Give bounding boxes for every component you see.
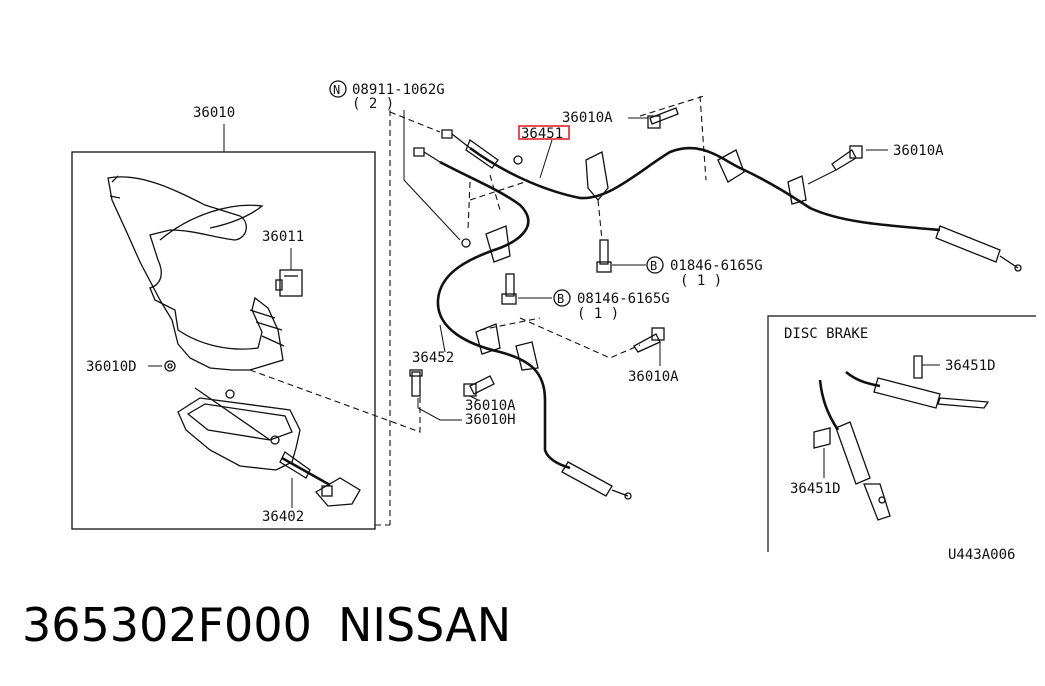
disc-brake-title: DISC BRAKE — [784, 326, 868, 342]
label-36011: 36011 — [262, 229, 304, 245]
label-36010A-low: 36010A — [465, 398, 516, 414]
label-symbol-b1: B — [650, 259, 657, 273]
label-08911-qty: ( 2 ) — [352, 96, 394, 112]
highlight-box-36451 — [518, 125, 570, 140]
reference-code: U443A006 — [948, 547, 1015, 563]
label-36451D-b: 36451D — [790, 481, 841, 497]
label-36010A-mid: 36010A — [628, 369, 679, 385]
label-36402: 36402 — [262, 509, 304, 525]
part-36452-rear-cable — [413, 147, 632, 500]
part-36011-switch — [275, 248, 303, 297]
label-01846: 01846-6165G — [670, 258, 763, 274]
label-36010D: 36010D — [86, 359, 137, 375]
bolt-36010A-top — [647, 107, 679, 129]
label-36010H: 36010H — [465, 412, 516, 428]
bolt-36010A-right — [831, 145, 863, 171]
label-36451: 36451 — [521, 126, 563, 142]
bolt-36010A-low — [463, 375, 495, 397]
label-36451D-a: 36451D — [945, 358, 996, 374]
disc-brake-cables — [813, 355, 990, 521]
label-08146-qty: ( 1 ) — [577, 306, 619, 322]
lever-base-bracket — [177, 387, 301, 471]
label-36010A-right: 36010A — [893, 143, 944, 159]
label-36452: 36452 — [412, 350, 454, 366]
label-symbol-n: N — [333, 83, 340, 97]
part-36402-front-cable — [279, 451, 361, 508]
part-36451-rear-cable — [441, 129, 1022, 272]
label-36010: 36010 — [193, 105, 235, 121]
bolt-36010H — [409, 369, 423, 397]
parking-brake-lever — [107, 175, 285, 371]
bolt-01846 — [596, 239, 612, 273]
label-08911: 08911-1062G — [352, 82, 445, 98]
disc-brake-inset-frame — [767, 315, 1036, 552]
footer-brand: NISSAN — [338, 598, 512, 652]
label-01846-qty: ( 1 ) — [680, 273, 722, 289]
bolt-08146 — [501, 273, 517, 305]
label-36010A-top: 36010A — [562, 110, 613, 126]
label-08146: 08146-6165G — [577, 291, 670, 307]
footer-part-number: 365302F000 — [22, 598, 312, 652]
label-symbol-b2: B — [557, 292, 564, 306]
